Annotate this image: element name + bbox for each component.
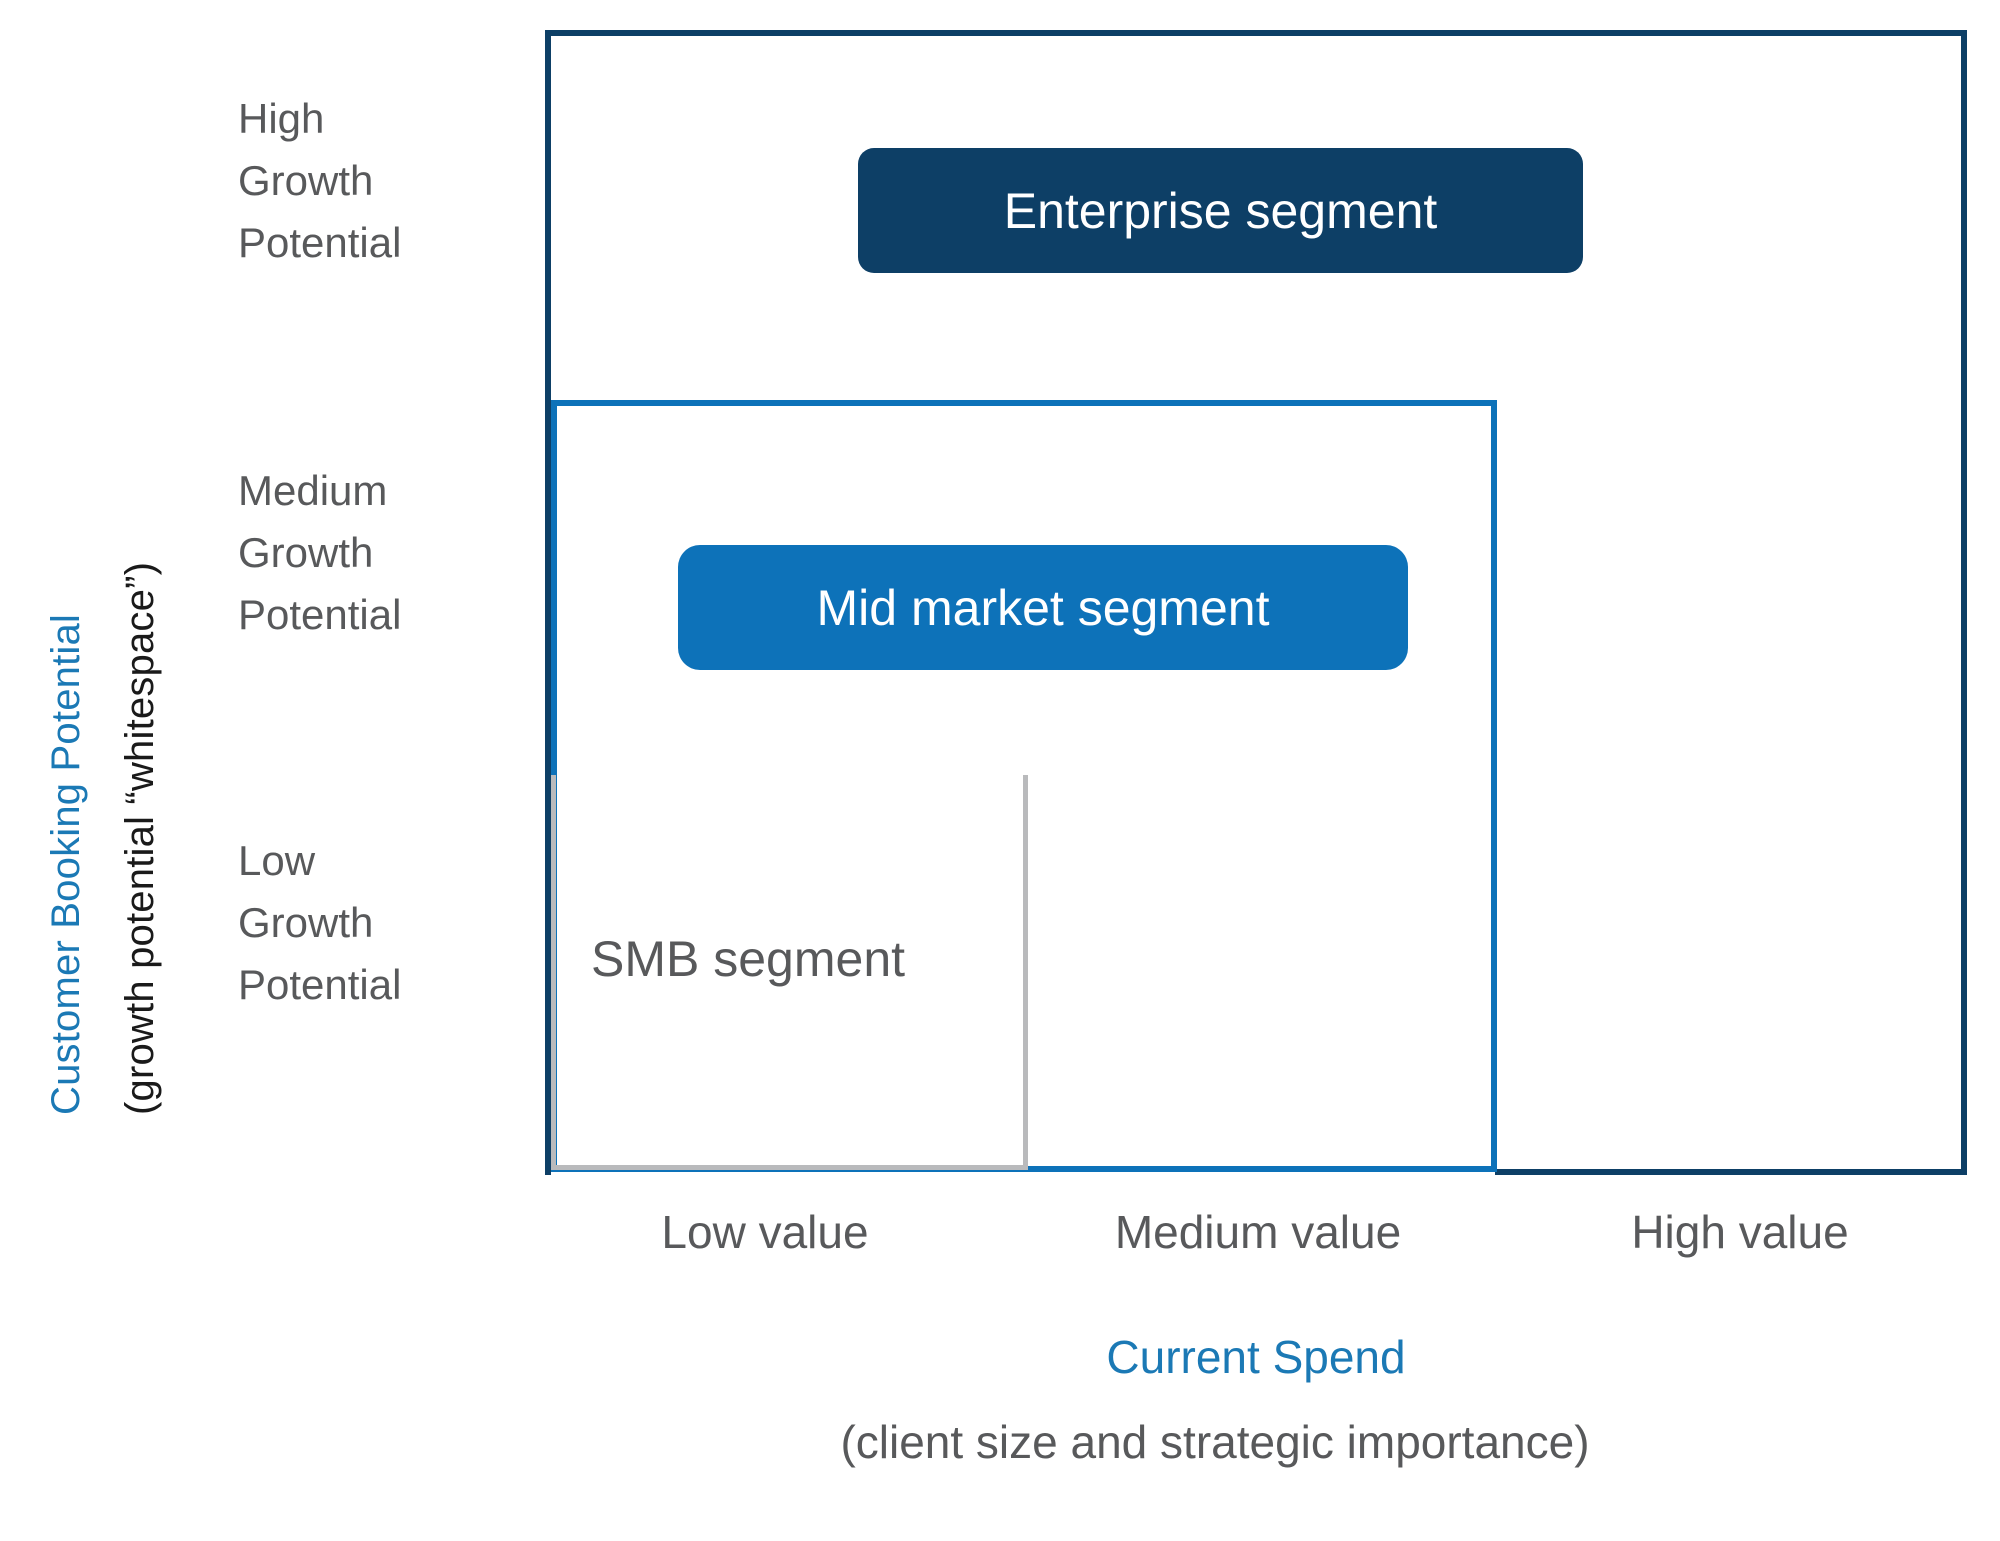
x-tick-label-low-value: Low value	[661, 1206, 869, 1258]
y-tick-label-high: High Growth Potential	[238, 95, 402, 267]
x-tick-label-medium-value: Medium value	[1114, 1206, 1402, 1258]
smb-segment-boundary	[551, 775, 1028, 1170]
x-axis-title: Current Spend	[1106, 1331, 1406, 1383]
y-tick-label-medium: Medium Growth Potential	[238, 467, 402, 639]
smb-segment-right-edge	[1023, 775, 1028, 1170]
smb-segment-label: SMB segment	[591, 931, 906, 987]
y-axis-subtitle: (growth potential “whitespace”)	[118, 561, 162, 1115]
x-tick-label-high-value: High value	[1631, 1206, 1849, 1258]
enterprise-segment-baseline	[1495, 1169, 1967, 1175]
enterprise-segment-boundary	[545, 30, 1967, 1175]
x-axis-subtitle: (client size and strategic importance)	[840, 1416, 1590, 1468]
enterprise-segment-badge[interactable]: Enterprise segment	[858, 148, 1583, 273]
y-tick-label-low: Low Growth Potential	[238, 837, 402, 1009]
mid-market-segment-badge[interactable]: Mid market segment	[678, 545, 1408, 670]
y-axis-title: Customer Booking Potential	[44, 613, 88, 1115]
